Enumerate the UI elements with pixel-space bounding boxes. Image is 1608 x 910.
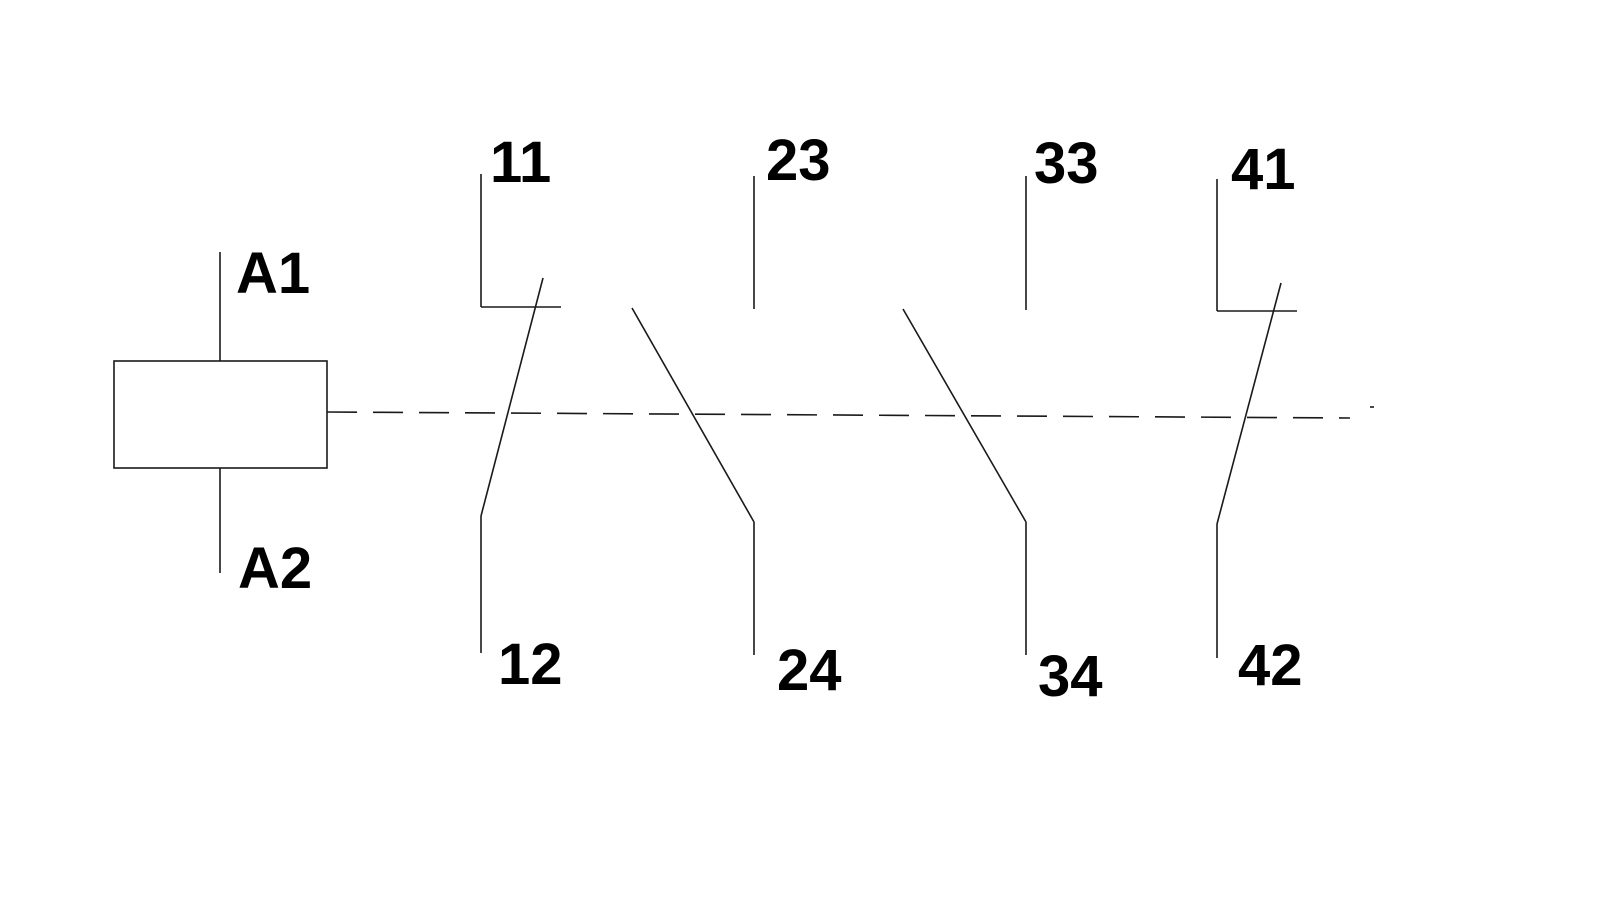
contact-nc-11-12: 11 12	[480, 130, 563, 697]
terminal-label-23: 23	[766, 128, 831, 193]
terminal-label-34: 34	[1038, 644, 1103, 709]
terminal-label-a2: A2	[238, 536, 312, 601]
terminal-label-42: 42	[1238, 633, 1303, 698]
terminal-label-11: 11	[490, 130, 551, 195]
terminal-label-24: 24	[777, 638, 842, 703]
contact-no-33-34: 33 34	[902, 131, 1103, 709]
terminal-label-41: 41	[1231, 137, 1296, 202]
terminal-label-33: 33	[1034, 131, 1099, 196]
terminal-label-a1: A1	[236, 241, 310, 306]
mechanical-linkage-dashed-line	[326, 411, 1351, 419]
coil-box	[113, 360, 328, 469]
relay-coil: A1 A2	[113, 241, 328, 601]
contact-no-23-24: 23 24	[631, 128, 842, 703]
contact-nc-41-42: 41 42	[1216, 137, 1303, 698]
terminal-label-12: 12	[498, 632, 563, 697]
